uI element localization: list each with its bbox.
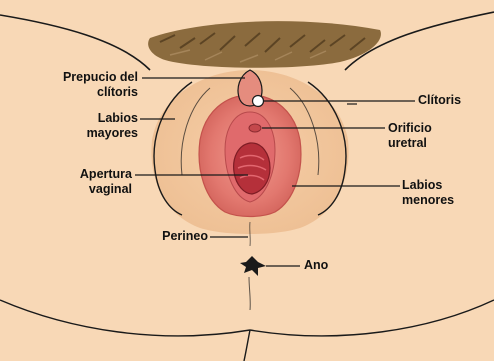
label-labios-menores: Labios menores (402, 178, 454, 208)
label-labios-menores-line2: menores (402, 193, 454, 208)
urethral-opening (249, 124, 261, 132)
label-ano: Ano (304, 258, 328, 273)
label-apertura-line1: Apertura (42, 167, 132, 182)
label-apertura-vaginal: Apertura vaginal (42, 167, 132, 197)
label-clitoris: Clítoris (418, 93, 461, 108)
label-labios-mayores-line1: Labios (42, 111, 138, 126)
label-orificio-uretral: Orificio uretral (388, 121, 432, 151)
label-apertura-line2: vaginal (42, 182, 132, 197)
label-prepucio-line1: Prepucio del (42, 70, 138, 85)
label-orificio-line2: uretral (388, 136, 432, 151)
label-prepucio: Prepucio del clítoris (42, 70, 138, 100)
label-labios-menores-line1: Labios (402, 178, 454, 193)
label-prepucio-line2: clítoris (42, 85, 138, 100)
perineum-line (250, 222, 251, 246)
label-perineo: Perineo (118, 229, 208, 244)
clitoris (253, 96, 264, 107)
label-labios-mayores-line2: mayores (42, 126, 138, 141)
label-labios-mayores: Labios mayores (42, 111, 138, 141)
label-orificio-line1: Orificio (388, 121, 432, 136)
